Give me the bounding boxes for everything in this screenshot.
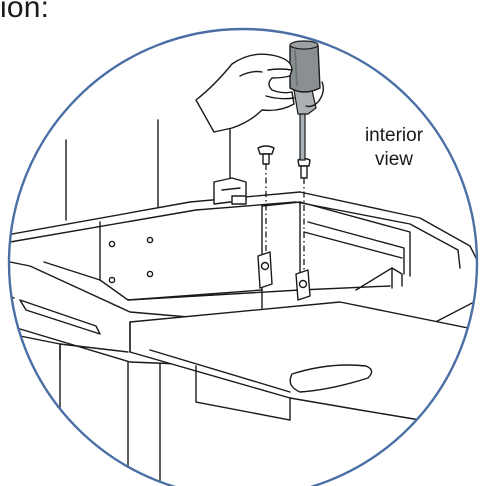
screw-on-tip	[297, 157, 311, 179]
screwdriver-icon	[289, 40, 321, 161]
cart-top-tray	[9, 177, 477, 421]
hand-holding-screwdriver-icon	[195, 53, 325, 133]
detail-circle-border	[7, 27, 479, 486]
detail-view-content	[9, 40, 477, 486]
interior-view-label: interior view	[338, 124, 450, 172]
header-text-fragment: ion:	[0, 0, 50, 24]
callout-line-2: view	[374, 149, 413, 170]
callout-line-1: interior	[364, 125, 424, 146]
screw-icon	[257, 145, 275, 165]
